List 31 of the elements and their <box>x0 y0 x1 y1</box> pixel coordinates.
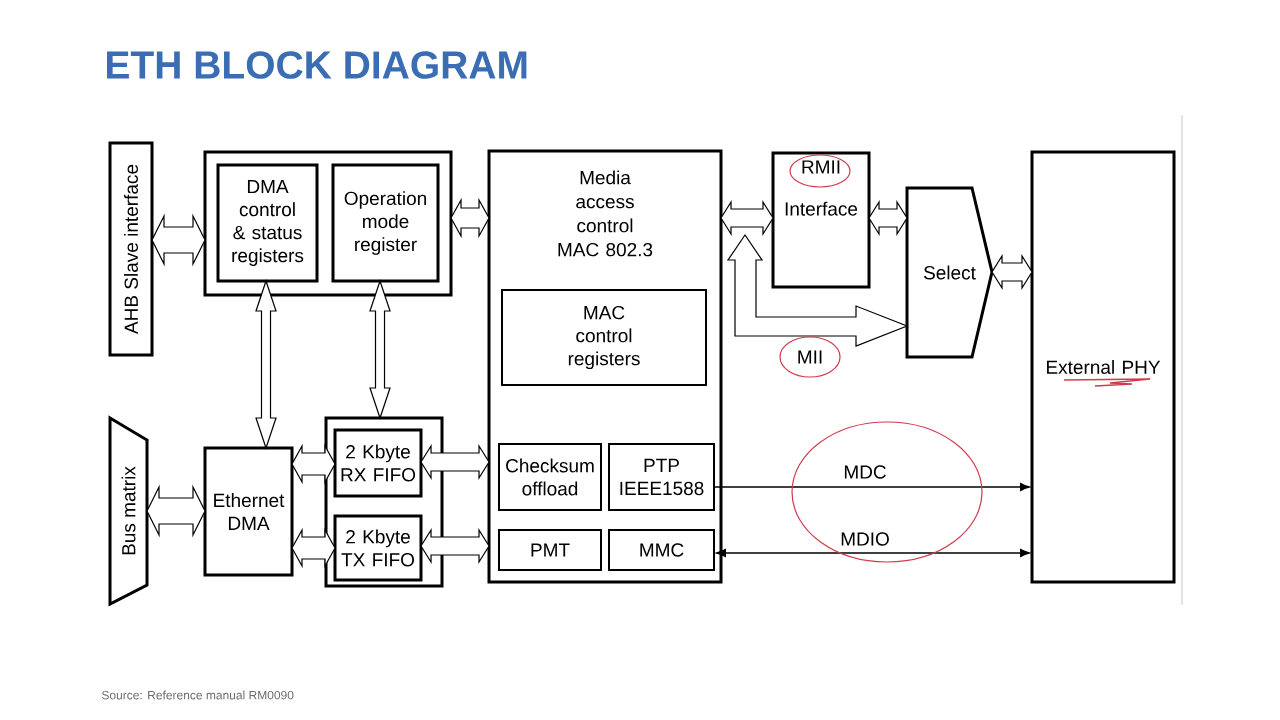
interface-box: AHB Slave interface <box>108 141 154 357</box>
register-box: DMA control & status registers <box>216 163 319 283</box>
phy-block: External PHY <box>1030 150 1176 584</box>
fifo-box: 2 Kbyte TX FIFO <box>333 514 423 582</box>
double-arrow <box>716 549 1030 557</box>
double-arrow <box>151 213 206 267</box>
double-arrow <box>450 197 490 239</box>
fifo-box: 2 Kbyte RX FIFO <box>333 428 423 498</box>
double-arrow <box>720 199 774 237</box>
dma-box: Ethernet DMA <box>203 446 294 577</box>
function-box: PMT <box>498 529 602 571</box>
title: ETH BLOCK DIAGRAM <box>107 51 527 79</box>
register-box: MAC control registers <box>501 289 707 386</box>
double-arrow <box>868 199 908 237</box>
arrow <box>713 483 1030 491</box>
double-arrow <box>420 527 490 565</box>
double-arrow <box>420 443 490 481</box>
function-box: Checksum offload <box>498 443 602 511</box>
double-arrow <box>146 484 206 538</box>
function-box: MMC <box>608 529 715 571</box>
edge-label: MDIO <box>838 530 892 548</box>
register-box: Operation mode register <box>331 163 440 283</box>
double-arrow <box>291 443 336 485</box>
interface-box: RMII Interface <box>771 151 871 289</box>
function-box: PTP IEEE1588 <box>608 443 715 511</box>
register-group-box <box>203 150 453 297</box>
double-arrow <box>991 253 1033 291</box>
edge-label: MII <box>794 348 826 366</box>
double-arrow <box>291 527 336 569</box>
edge-label: MDC <box>841 463 889 481</box>
caption: Source: Reference manual RM0090 <box>101 690 294 700</box>
